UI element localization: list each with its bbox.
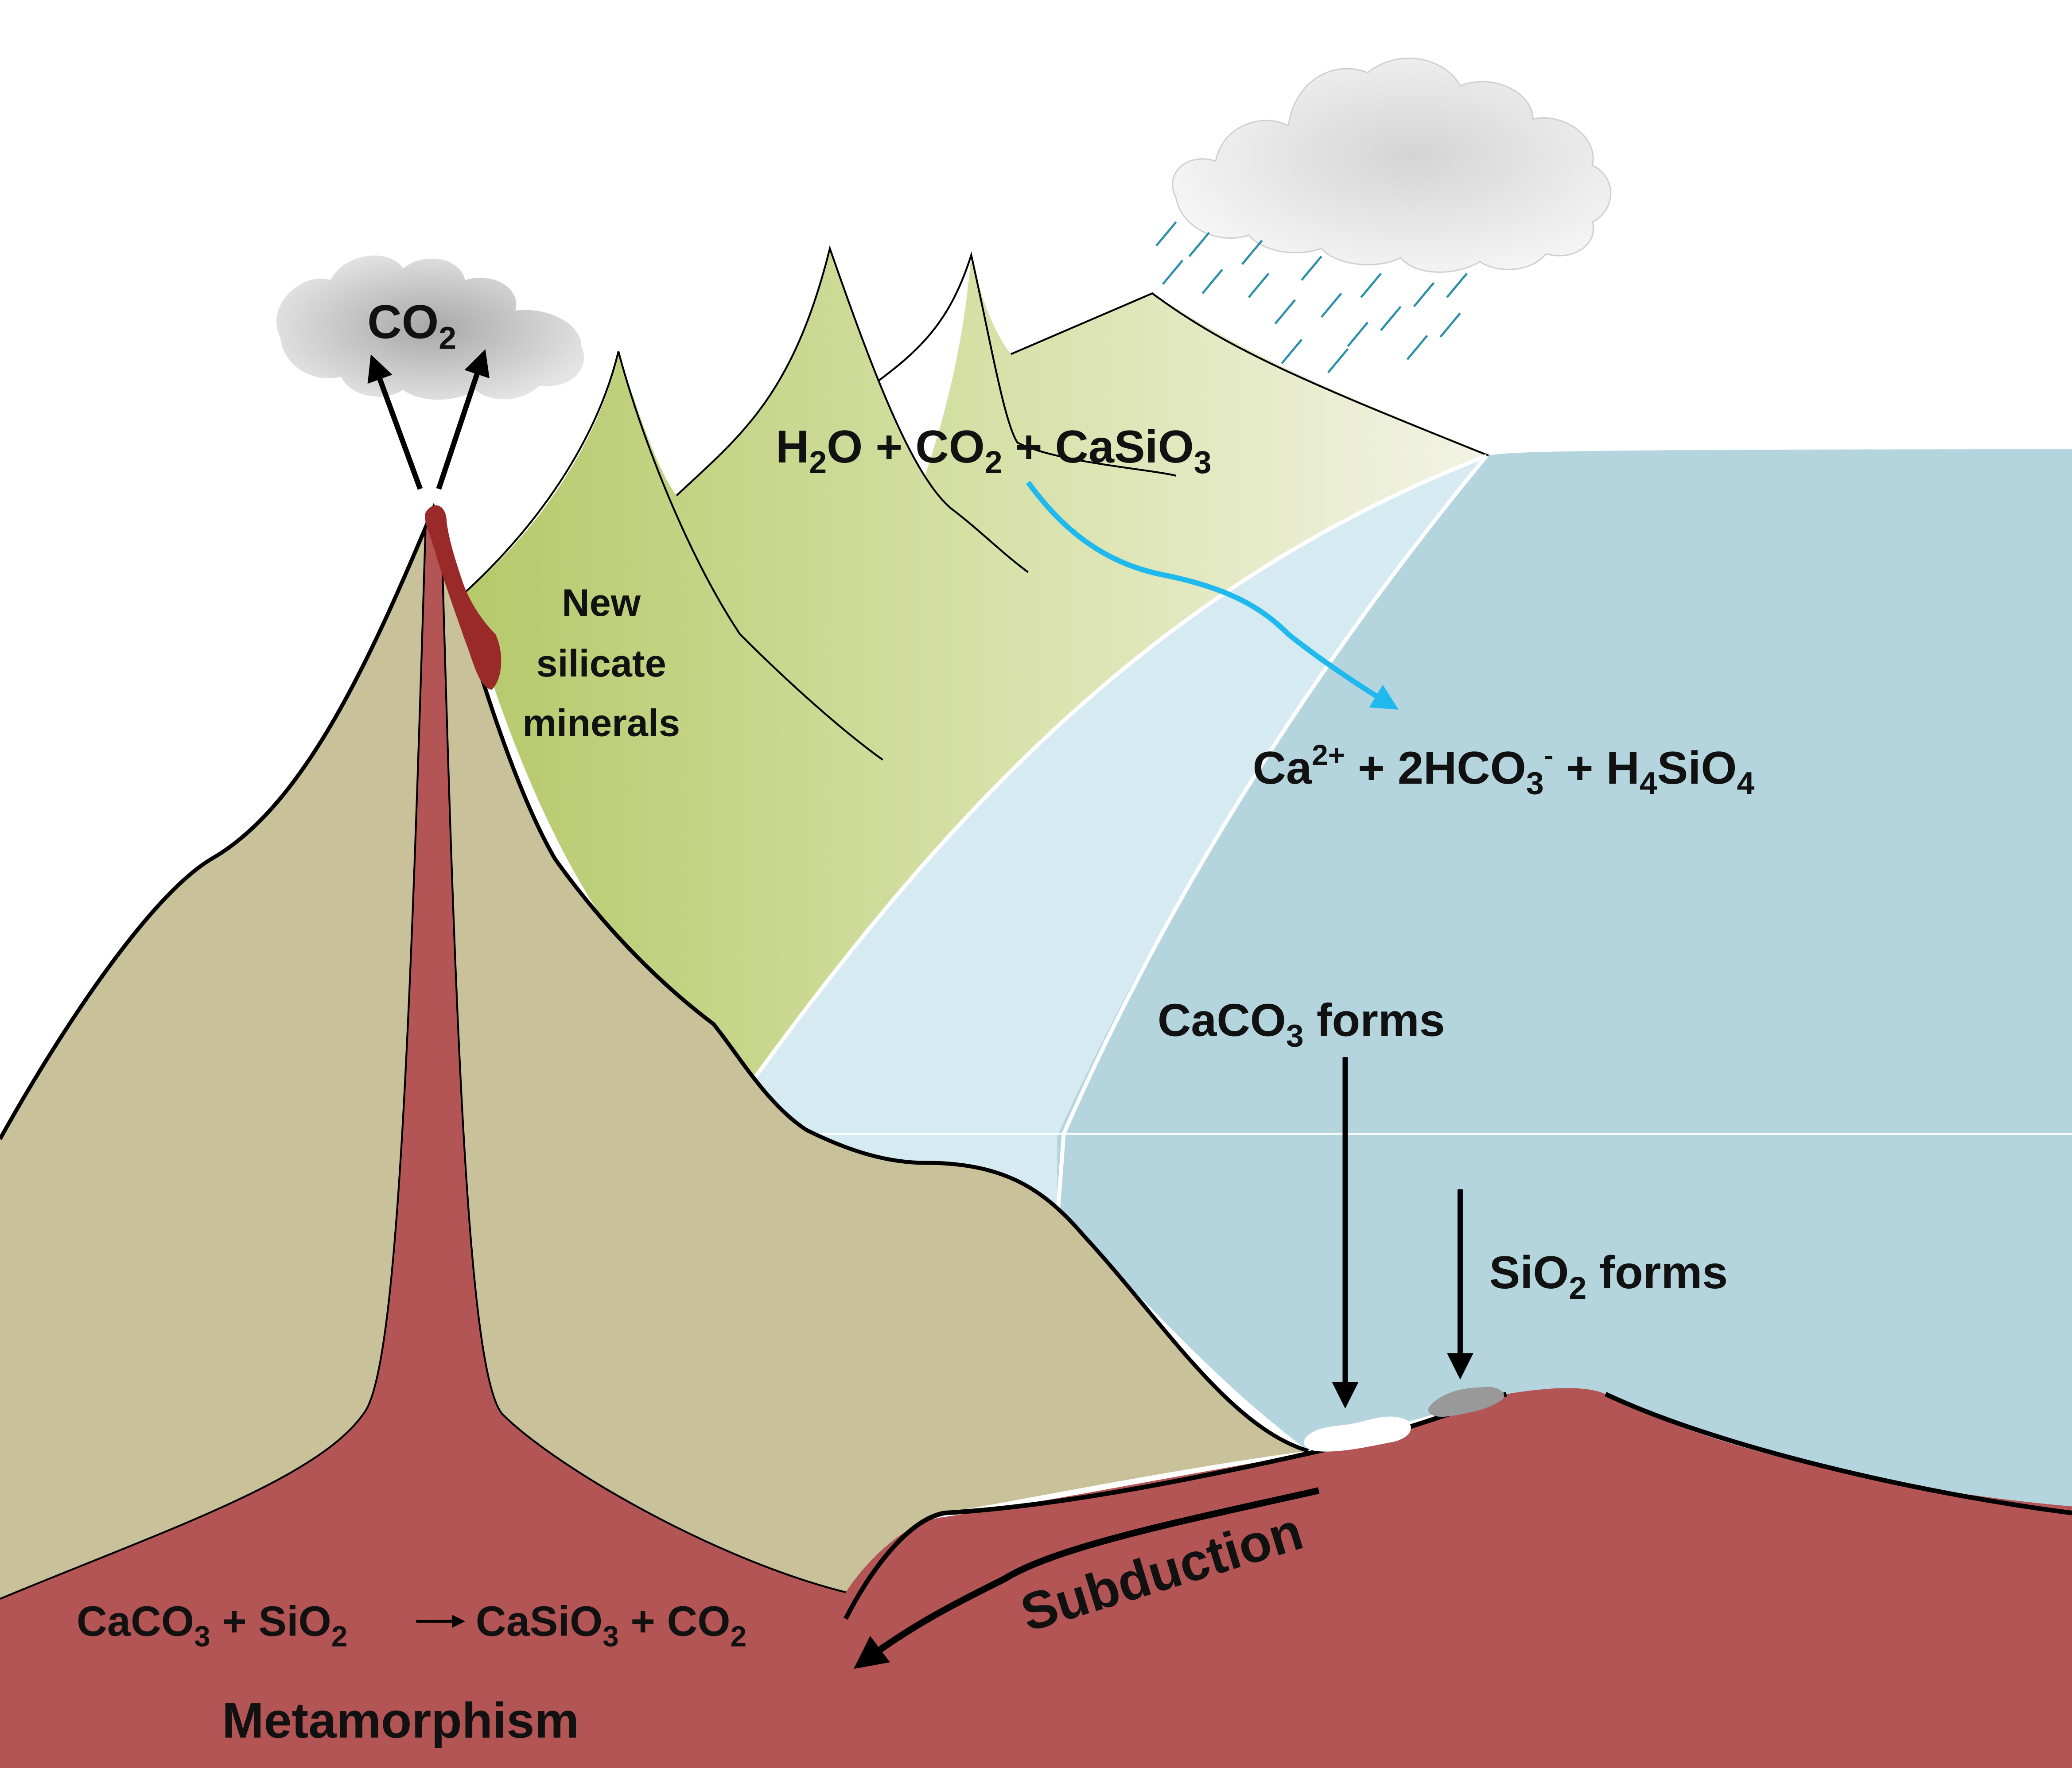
land-outline bbox=[0, 502, 1309, 1453]
caco3-forms-label: CaCO3 forms bbox=[1158, 995, 1445, 1054]
svg-text:silicate: silicate bbox=[536, 642, 666, 685]
deep-ocean bbox=[1057, 449, 2072, 1507]
metamorphism-label: Metamorphism bbox=[222, 1692, 579, 1749]
lava-flow bbox=[425, 505, 501, 690]
mountain-ridges bbox=[462, 245, 1490, 761]
svg-text:New: New bbox=[562, 582, 641, 624]
weathering-reaction-label: H2O + CO2 + CaSiO3 bbox=[776, 421, 1212, 480]
land-fill bbox=[0, 509, 1308, 1606]
volcano-land bbox=[0, 502, 1309, 1606]
gas-cloud-icon bbox=[276, 255, 584, 400]
sio2-forms-label: SiO2 forms bbox=[1489, 1247, 1728, 1306]
magma-crust bbox=[0, 528, 2072, 1768]
weathering-arrow bbox=[1026, 481, 1399, 710]
magma-fill bbox=[0, 528, 2072, 1768]
mountain-range bbox=[462, 245, 1493, 1084]
new-silicate-minerals-label: New silicate minerals bbox=[522, 582, 680, 744]
metamorphism-reaction-right: CaSiO3 + CO2 bbox=[476, 1598, 746, 1653]
svg-text:minerals: minerals bbox=[522, 702, 680, 744]
metamorphism-reaction-left: CaCO3 + SiO2 bbox=[77, 1598, 347, 1653]
dissolved-ions-label: Ca2+ + 2HCO3- + H4SiO4 bbox=[1253, 739, 1755, 801]
chert-sediment bbox=[1428, 1387, 1504, 1417]
mountain-range-fill bbox=[462, 248, 1493, 1084]
volcano-co2-label: CO2 bbox=[367, 295, 456, 356]
subduction-arrow bbox=[853, 1487, 1320, 1669]
rain-drops bbox=[1155, 221, 1468, 373]
co2-release-arrows bbox=[367, 349, 490, 490]
deposition-arrows bbox=[1332, 1057, 1473, 1409]
rain-cloud-icon bbox=[1155, 58, 1612, 373]
carbonate-sediment bbox=[1304, 1416, 1411, 1452]
